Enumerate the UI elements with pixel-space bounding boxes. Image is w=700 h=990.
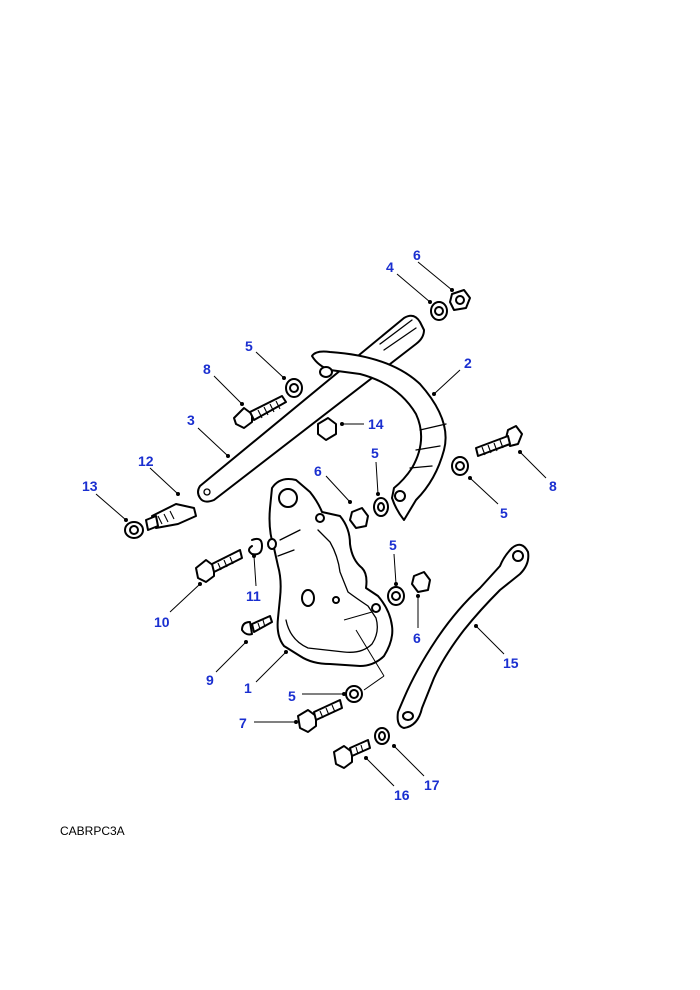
leader-dots: [124, 288, 522, 760]
callout-5b: 5: [371, 445, 379, 461]
washer-5a: [285, 378, 303, 398]
callout-6b: 6: [314, 463, 322, 479]
figure-reference-code: CABRPC3A: [60, 824, 125, 838]
bolt-8b: [475, 425, 523, 457]
nut-14: [317, 417, 337, 441]
washer-5d: [387, 586, 405, 606]
washer-11: [248, 537, 263, 556]
nut-6c: [411, 571, 431, 593]
washer-17: [374, 727, 390, 745]
part-15-link: [396, 543, 530, 729]
screw-9: [241, 615, 273, 636]
callout-8b: 8: [549, 478, 557, 494]
callout-6c: 6: [413, 630, 421, 646]
callout-14: 14: [368, 416, 384, 432]
callout-3: 3: [187, 412, 195, 428]
callout-9: 9: [206, 672, 214, 688]
washer-5c: [373, 497, 389, 517]
callout-12: 12: [138, 453, 154, 469]
bolt-7: [297, 699, 343, 733]
washer-13: [124, 521, 144, 539]
callout-6a: 6: [413, 247, 421, 263]
callout-10: 10: [154, 614, 170, 630]
callout-8a: 8: [203, 361, 211, 377]
part-1-bracket: [267, 478, 394, 667]
part-2-strap: [311, 350, 447, 521]
callout-17: 17: [424, 777, 440, 793]
nut-6b: [349, 507, 369, 529]
callout-11: 11: [246, 588, 261, 604]
callout-5e: 5: [288, 688, 296, 704]
part-3-rod: [197, 314, 425, 503]
callout-5d: 5: [389, 537, 397, 553]
callout-1: 1: [244, 680, 252, 696]
washer-4: [430, 301, 448, 321]
callout-13: 13: [82, 478, 98, 494]
bolt-12: [145, 503, 197, 531]
callout-labels: 1 2 3 4 5 5 5 5 5 5 6 6 6 7 8 8 9 10 11 …: [82, 247, 557, 803]
bolt-16: [333, 739, 371, 769]
callout-15: 15: [503, 655, 519, 671]
callout-16: 16: [394, 787, 410, 803]
leaders: [95, 261, 547, 787]
callout-4: 4: [386, 259, 394, 275]
callout-2: 2: [464, 355, 472, 371]
washer-5e: [345, 685, 363, 703]
washer-5b: [451, 456, 469, 476]
bolt-8a: [233, 395, 287, 429]
callout-7: 7: [239, 715, 247, 731]
bolt-10: [195, 549, 243, 583]
callout-5c: 5: [500, 505, 508, 521]
nut-6a: [449, 289, 471, 311]
callout-5a: 5: [245, 338, 253, 354]
